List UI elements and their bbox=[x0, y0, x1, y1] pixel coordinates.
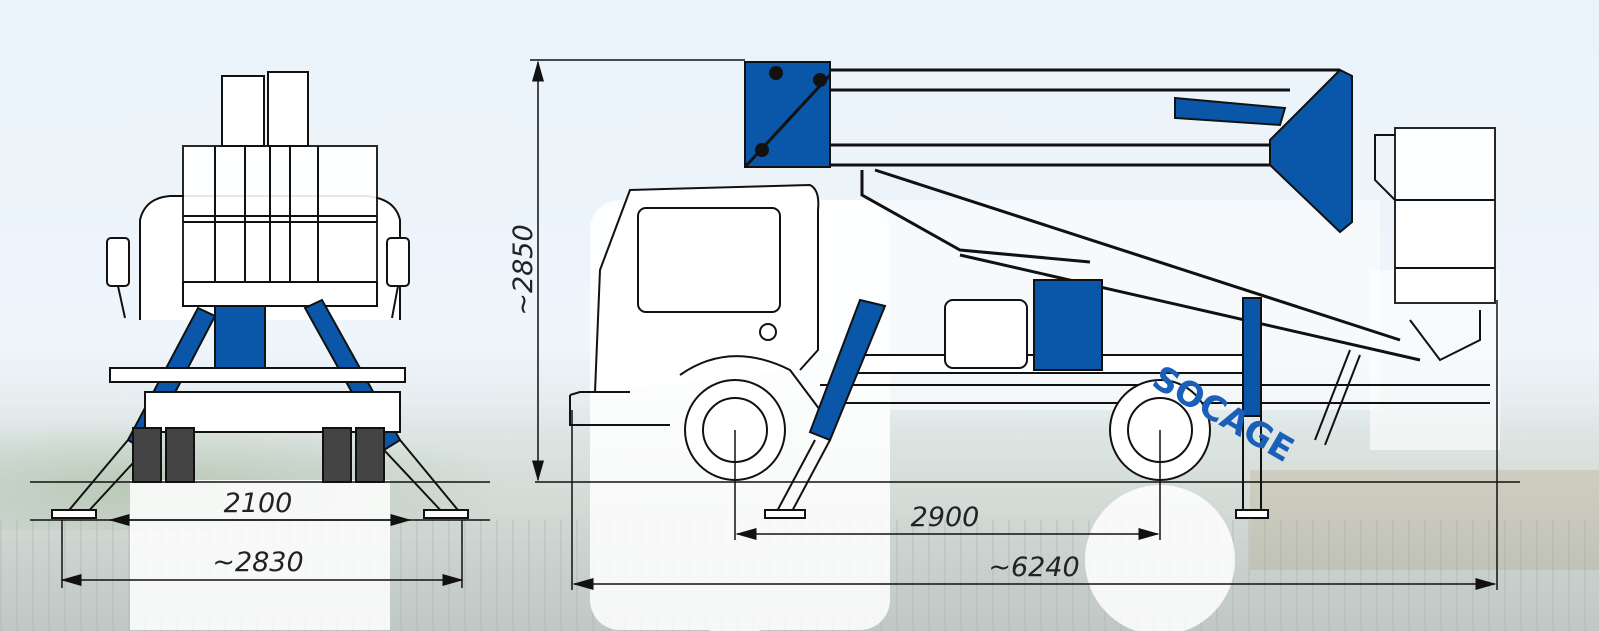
side-dimension-lines bbox=[530, 59, 1520, 590]
background-pallets bbox=[1250, 470, 1599, 570]
dim-outrigger-span: ~2830 bbox=[212, 547, 303, 578]
dim-overall-length: ~6240 bbox=[988, 552, 1079, 583]
dim-wheelbase: 2900 bbox=[911, 502, 980, 533]
front-view bbox=[51, 71, 469, 519]
dim-transport-height: ~2850 bbox=[508, 224, 539, 315]
dim-track-width: 2100 bbox=[224, 488, 293, 519]
front-dimension-lines bbox=[30, 481, 490, 588]
